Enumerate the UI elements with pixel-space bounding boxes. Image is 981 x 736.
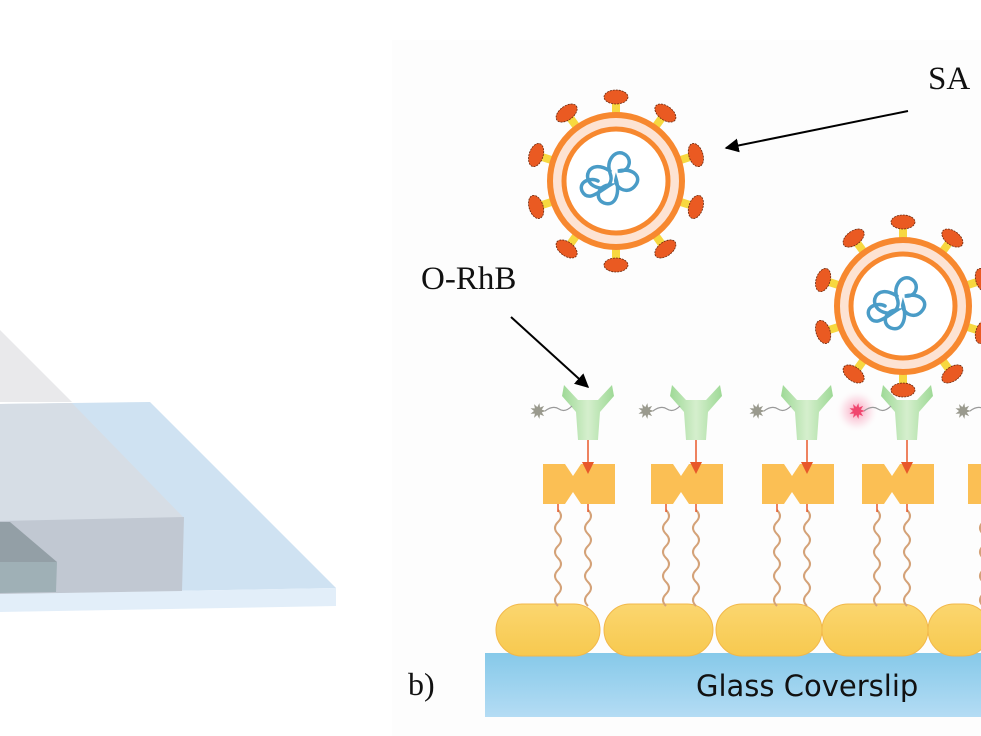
spike-head [654,103,677,123]
tether-linker [803,509,811,607]
bead [603,603,714,657]
tether-linker [554,509,562,607]
capture-unit [749,385,834,607]
spike-head [842,364,865,384]
spike-head [528,194,545,219]
linker-block [543,464,615,504]
spike-head [890,382,916,398]
shadow-wedge [0,330,72,402]
tether-linker [773,509,781,607]
spike-head [528,143,545,168]
spike-head [941,228,964,248]
spike-head [842,228,865,248]
arrow-sa [724,110,909,153]
glass-coverslip [485,653,981,717]
spike-head [555,239,578,259]
tether-linker [692,509,700,607]
linker-block [968,464,981,504]
capture-unit [638,385,723,607]
slab-top [0,403,184,521]
bead-layer [495,603,981,657]
arrow-head-down [801,462,813,474]
fluorophore-off [955,403,971,419]
viral-rna [866,276,927,331]
panel-a-3d-device [0,330,336,612]
panel-label-b: b) [408,666,435,702]
coverslip-edge [0,588,336,612]
virus-bound [815,214,981,398]
tether-linker [903,509,911,607]
label-o-rhb: O-RhB [421,261,516,297]
fluorophore-linker [544,405,573,412]
channel-side-2 [0,522,57,562]
spike-head [603,89,629,105]
spike-head [654,239,677,259]
panel-b-schematic: Glass Coverslip b) SA O-RhB [408,61,981,717]
capture-unit [955,403,981,606]
spike-head [815,319,832,344]
arrow-head-down [690,462,702,474]
spike-head [941,364,964,384]
spike-head [974,319,981,344]
spike-head [555,103,578,123]
glass-coverslip-label: Glass Coverslip [696,669,918,703]
tether-linker [873,509,881,607]
linker-block [651,464,723,504]
bead [927,603,981,657]
spike-head [815,268,832,293]
fluorophore-off [638,403,654,419]
arrow-head-down [582,462,594,474]
antibody [881,385,933,440]
arrow-o-rhb [510,316,590,388]
virus-free [528,89,704,273]
spike-head [890,214,916,230]
fluorophore-linker [969,406,981,412]
linker-block [862,464,934,504]
antibody [562,385,614,440]
bead [495,603,601,657]
spike-head [974,268,981,293]
tether-linker [662,509,670,607]
fluorophore-off [749,403,765,419]
fluorophore-on [849,403,865,419]
spike-head [687,194,704,219]
linker-block [762,464,834,504]
spike-head [687,143,704,168]
channel-front [0,562,57,593]
antibody [781,385,833,440]
capture-unit [530,385,615,607]
capture-unit [835,385,934,607]
fluorophore-linker [863,405,892,412]
spike-head [603,257,629,273]
label-sa: SA [928,61,970,97]
viral-rna [579,151,640,206]
fluorophore-linker [652,405,681,412]
bead [715,603,823,657]
tether-linker [584,509,592,607]
fluorophore-off [530,403,546,419]
fluorophore-linker [763,405,792,412]
arrow-head-down [901,462,913,474]
bead [821,603,929,657]
capture-units [530,385,981,607]
antibody [670,385,722,440]
